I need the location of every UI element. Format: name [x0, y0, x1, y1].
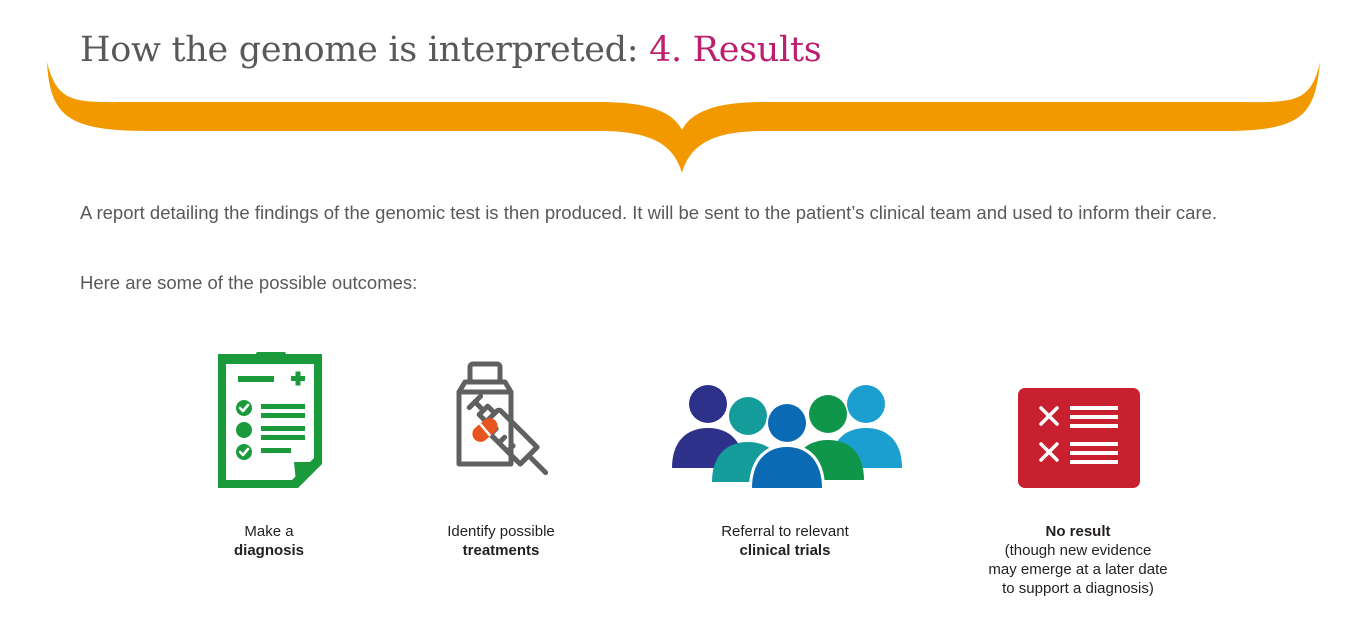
outcome-no-result-caption: No result (though new evidence may emerg… [948, 522, 1208, 598]
outcomes-lead: Here are some of the possible outcomes: [80, 272, 418, 293]
medicine-syringe-icon [456, 361, 549, 476]
clipboard-checklist-icon [218, 352, 322, 488]
caption-line: Make a [244, 523, 294, 540]
caption-bold: treatments [462, 542, 540, 559]
intro-paragraph: A report detailing the findings of the g… [80, 202, 1218, 223]
curly-brace-divider [47, 62, 1320, 173]
no-result-list-icon [1018, 388, 1140, 488]
people-group-icon [672, 385, 902, 488]
caption-bold: diagnosis [233, 542, 304, 559]
outcome-diagnosis-caption: Make a diagnosis [139, 522, 399, 560]
caption-line: may emerge at a later date [988, 561, 1168, 578]
caption-line: to support a diagnosis) [1002, 580, 1154, 597]
caption-line: (though new evidence [1004, 542, 1152, 559]
outcome-trials-caption: Referral to relevant clinical trials [655, 522, 915, 560]
caption-bold: clinical trials [739, 542, 831, 559]
page-title: How the genome is interpreted: 4. Result… [80, 30, 822, 70]
caption-bold: No result [1045, 523, 1111, 540]
title-prefix: How the genome is interpreted: [80, 30, 639, 70]
title-accent: 4. Results [649, 30, 822, 70]
caption-line: Referral to relevant [721, 523, 849, 540]
caption-line: Identify possible [447, 523, 555, 540]
outcome-treatments-caption: Identify possible treatments [371, 522, 631, 560]
